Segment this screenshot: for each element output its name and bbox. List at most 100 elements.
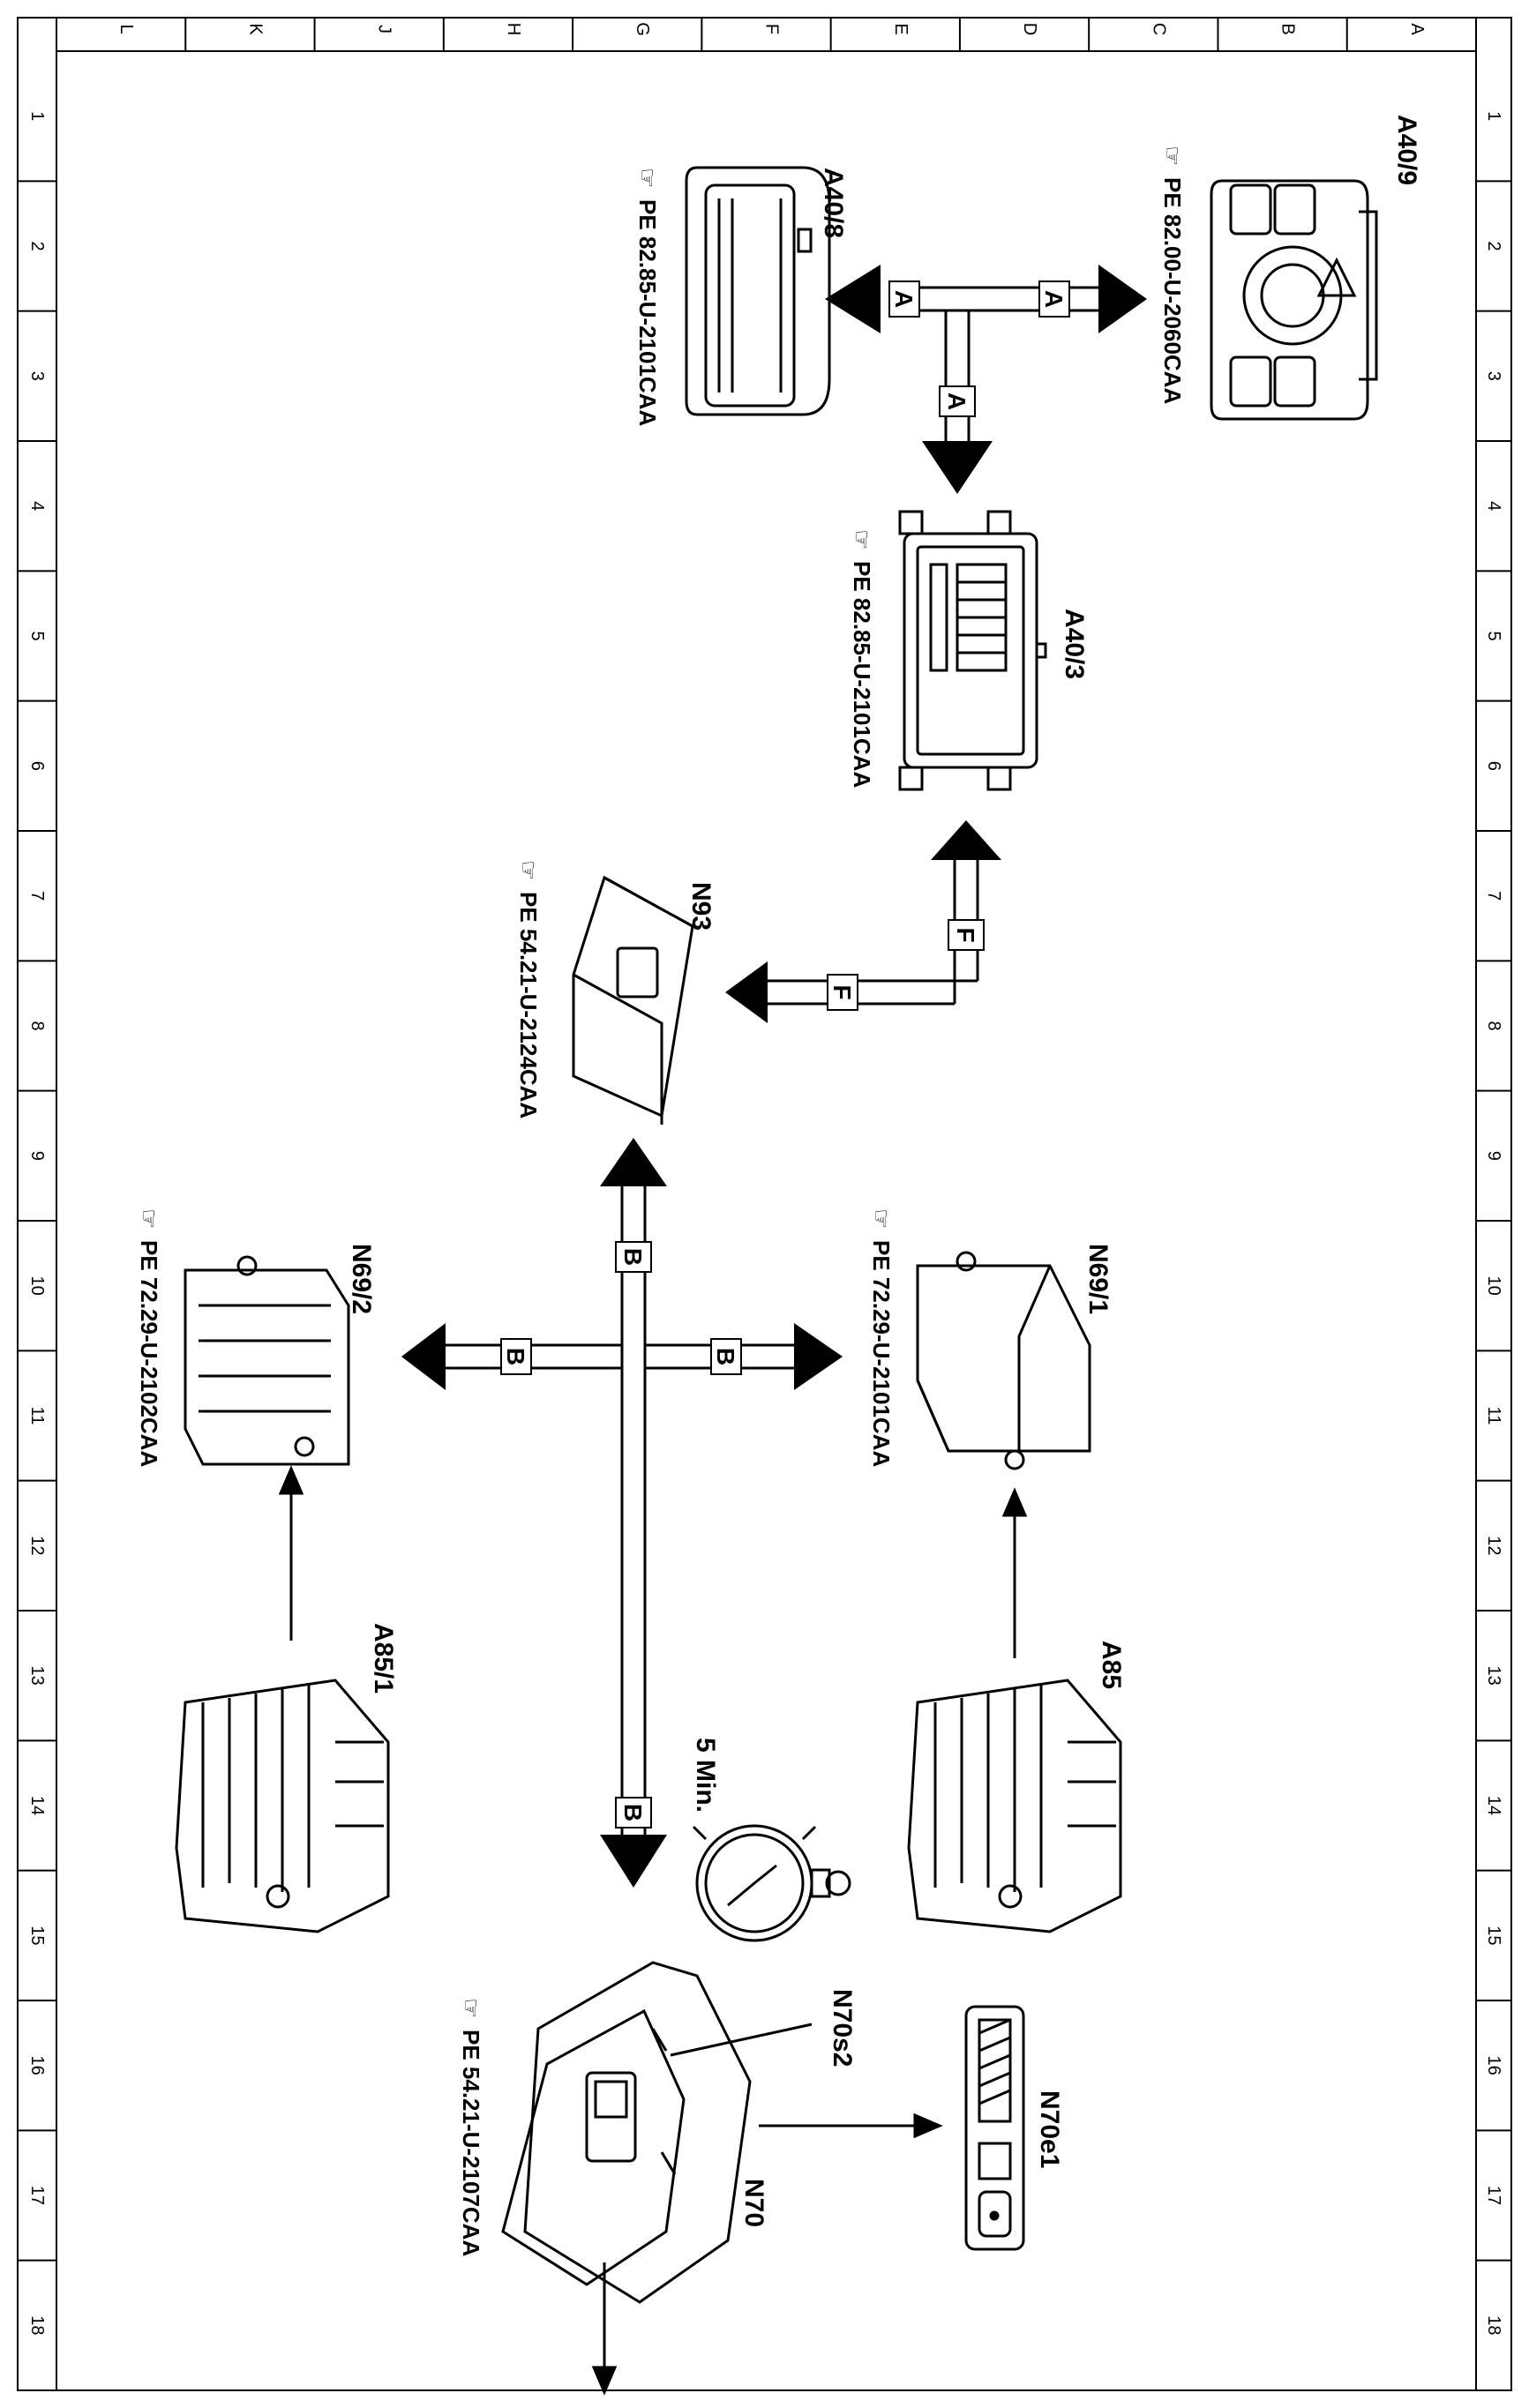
ref-n70: PE 54.21-U-2107CAA xyxy=(458,2030,484,2256)
connector-label-a: A xyxy=(943,393,971,410)
grid-row-label: 8 xyxy=(27,1021,47,1030)
grid-column-label: D xyxy=(1020,23,1039,35)
label-a85-1: A85/1 xyxy=(369,1623,398,1694)
pointer-icon: ☞ xyxy=(515,860,542,880)
connector-label-f: F xyxy=(952,927,979,942)
arrow-to-n69-2 xyxy=(401,1323,446,1390)
grid-row-label: 13 xyxy=(27,1666,47,1686)
label-n93: N93 xyxy=(686,882,716,931)
pointer-icon: ☞ xyxy=(458,1998,484,2018)
connector-label-a: A xyxy=(890,290,918,308)
grid-row-label: 11 xyxy=(27,1407,47,1425)
n69-1-module xyxy=(916,1251,1091,1470)
grid-row-label: 9 xyxy=(27,1151,47,1161)
connector-label-b: B xyxy=(619,1804,647,1821)
grid-column-label: H xyxy=(504,23,523,35)
grid-row-label: 5 xyxy=(1484,631,1503,640)
grid-row-label: 14 xyxy=(1484,1796,1503,1815)
n93-module xyxy=(572,875,694,1125)
grid-column-label: K xyxy=(245,23,265,35)
bus-lines xyxy=(446,286,1098,1835)
grid-row-label: 9 xyxy=(1484,1151,1503,1161)
grid-row-label: 11 xyxy=(1484,1407,1503,1425)
pointer-icon: ☞ xyxy=(868,1208,895,1229)
arrow-to-a40-9 xyxy=(1098,265,1147,333)
pointer-icon: ☞ xyxy=(136,1208,162,1229)
signal-arrows xyxy=(278,1465,1028,2396)
connector-label-b: B xyxy=(502,1348,529,1365)
grid-row-label: 6 xyxy=(1484,761,1503,771)
grid-row-label: 5 xyxy=(27,631,47,640)
n70e1-lamp xyxy=(964,2005,1025,2251)
a85-actuator xyxy=(907,1679,1122,1933)
stopwatch-icon xyxy=(692,1824,851,1942)
ref-n69-1: PE 72.29-U-2101CAA xyxy=(868,1240,895,1467)
arrow-to-n93 xyxy=(725,961,768,1023)
grid-row-label: 15 xyxy=(27,1926,47,1945)
ref-a40-3: PE 82.85-U-2101CAA xyxy=(849,561,875,788)
grid-row-label: 12 xyxy=(1484,1536,1503,1555)
grid-row-label: 7 xyxy=(1484,891,1503,901)
grid-row-label: 4 xyxy=(1484,501,1503,511)
grid-row-label: 16 xyxy=(27,2056,47,2075)
a40-3-audio-unit xyxy=(898,510,1047,791)
grid-row-label: 18 xyxy=(27,2315,47,2335)
arrow-to-a40-3 xyxy=(922,441,993,494)
bus-arrowheads xyxy=(401,265,1147,1888)
label-a40-3: A40/3 xyxy=(1060,609,1089,679)
arrow-to-n93-b xyxy=(600,1138,667,1186)
connector-label-b: B xyxy=(619,1248,647,1266)
arrow-to-n70 xyxy=(600,1835,667,1888)
grid-row-label: 8 xyxy=(1484,1021,1503,1030)
ref-a40-8: PE 82.85-U-2101CAA xyxy=(634,199,661,426)
arrow-to-a40-8 xyxy=(825,265,881,333)
grid-column-label: E xyxy=(891,23,911,34)
grid-row-label: 3 xyxy=(1484,371,1503,381)
grid-row-label: 2 xyxy=(27,241,47,251)
component-labels: A40/9 ☞ PE 82.00-U-2060CAA A40/8 ☞ PE 82… xyxy=(136,115,1421,2256)
grid-column-label: A xyxy=(1407,23,1427,35)
grid-row-label: 17 xyxy=(1484,2186,1503,2205)
grid-column-label: C xyxy=(1149,23,1168,35)
grid-row-label: 3 xyxy=(27,371,47,381)
grid-row-label: 1 xyxy=(27,111,47,121)
label-a40-9: A40/9 xyxy=(1392,115,1421,185)
grid-row-label: 2 xyxy=(1484,241,1503,251)
label-n70e1: N70e1 xyxy=(1035,2090,1064,2168)
ref-n69-2: PE 72.29-U-2102CAA xyxy=(136,1240,162,1467)
label-n70: N70 xyxy=(739,2179,768,2227)
grid-row-label: 13 xyxy=(1484,1666,1503,1686)
grid-row-label: 14 xyxy=(27,1796,47,1815)
grid-column-label: F xyxy=(762,24,782,34)
connector-labels: A A A F F B B B B xyxy=(500,280,1070,1828)
label-n69-2: N69/2 xyxy=(347,1244,376,1314)
grid-column-label: B xyxy=(1278,23,1298,34)
grid-row-label: 10 xyxy=(27,1276,47,1296)
grid-column-label: J xyxy=(375,25,394,34)
grid-row-label: 18 xyxy=(1484,2315,1503,2335)
a85-1-actuator xyxy=(175,1679,390,1933)
arrow-from-a40-3 xyxy=(931,820,1001,860)
label-a85: A85 xyxy=(1097,1641,1126,1689)
pointer-icon: ☞ xyxy=(849,529,875,550)
label-n69-1: N69/1 xyxy=(1083,1244,1113,1314)
connector-label-a: A xyxy=(1040,290,1068,308)
label-n70s2: N70s2 xyxy=(828,1989,857,2067)
n70-overhead-panel xyxy=(501,1961,752,2304)
connector-label-b: B xyxy=(712,1348,739,1365)
arrow-to-n69-1 xyxy=(794,1323,843,1390)
grid-row-label: 17 xyxy=(27,2186,47,2205)
label-a40-8: A40/8 xyxy=(819,168,848,238)
grid-row-label: 15 xyxy=(1484,1926,1503,1945)
n69-2-module xyxy=(184,1255,350,1466)
a40-8-display xyxy=(685,166,831,416)
grid-column-label: L xyxy=(116,24,136,34)
grid-row-label: 4 xyxy=(27,501,47,511)
a40-9-control-panel xyxy=(1210,179,1378,421)
grid-row-label: 16 xyxy=(1484,2056,1503,2075)
label-timer: 5 Min. xyxy=(691,1738,720,1813)
